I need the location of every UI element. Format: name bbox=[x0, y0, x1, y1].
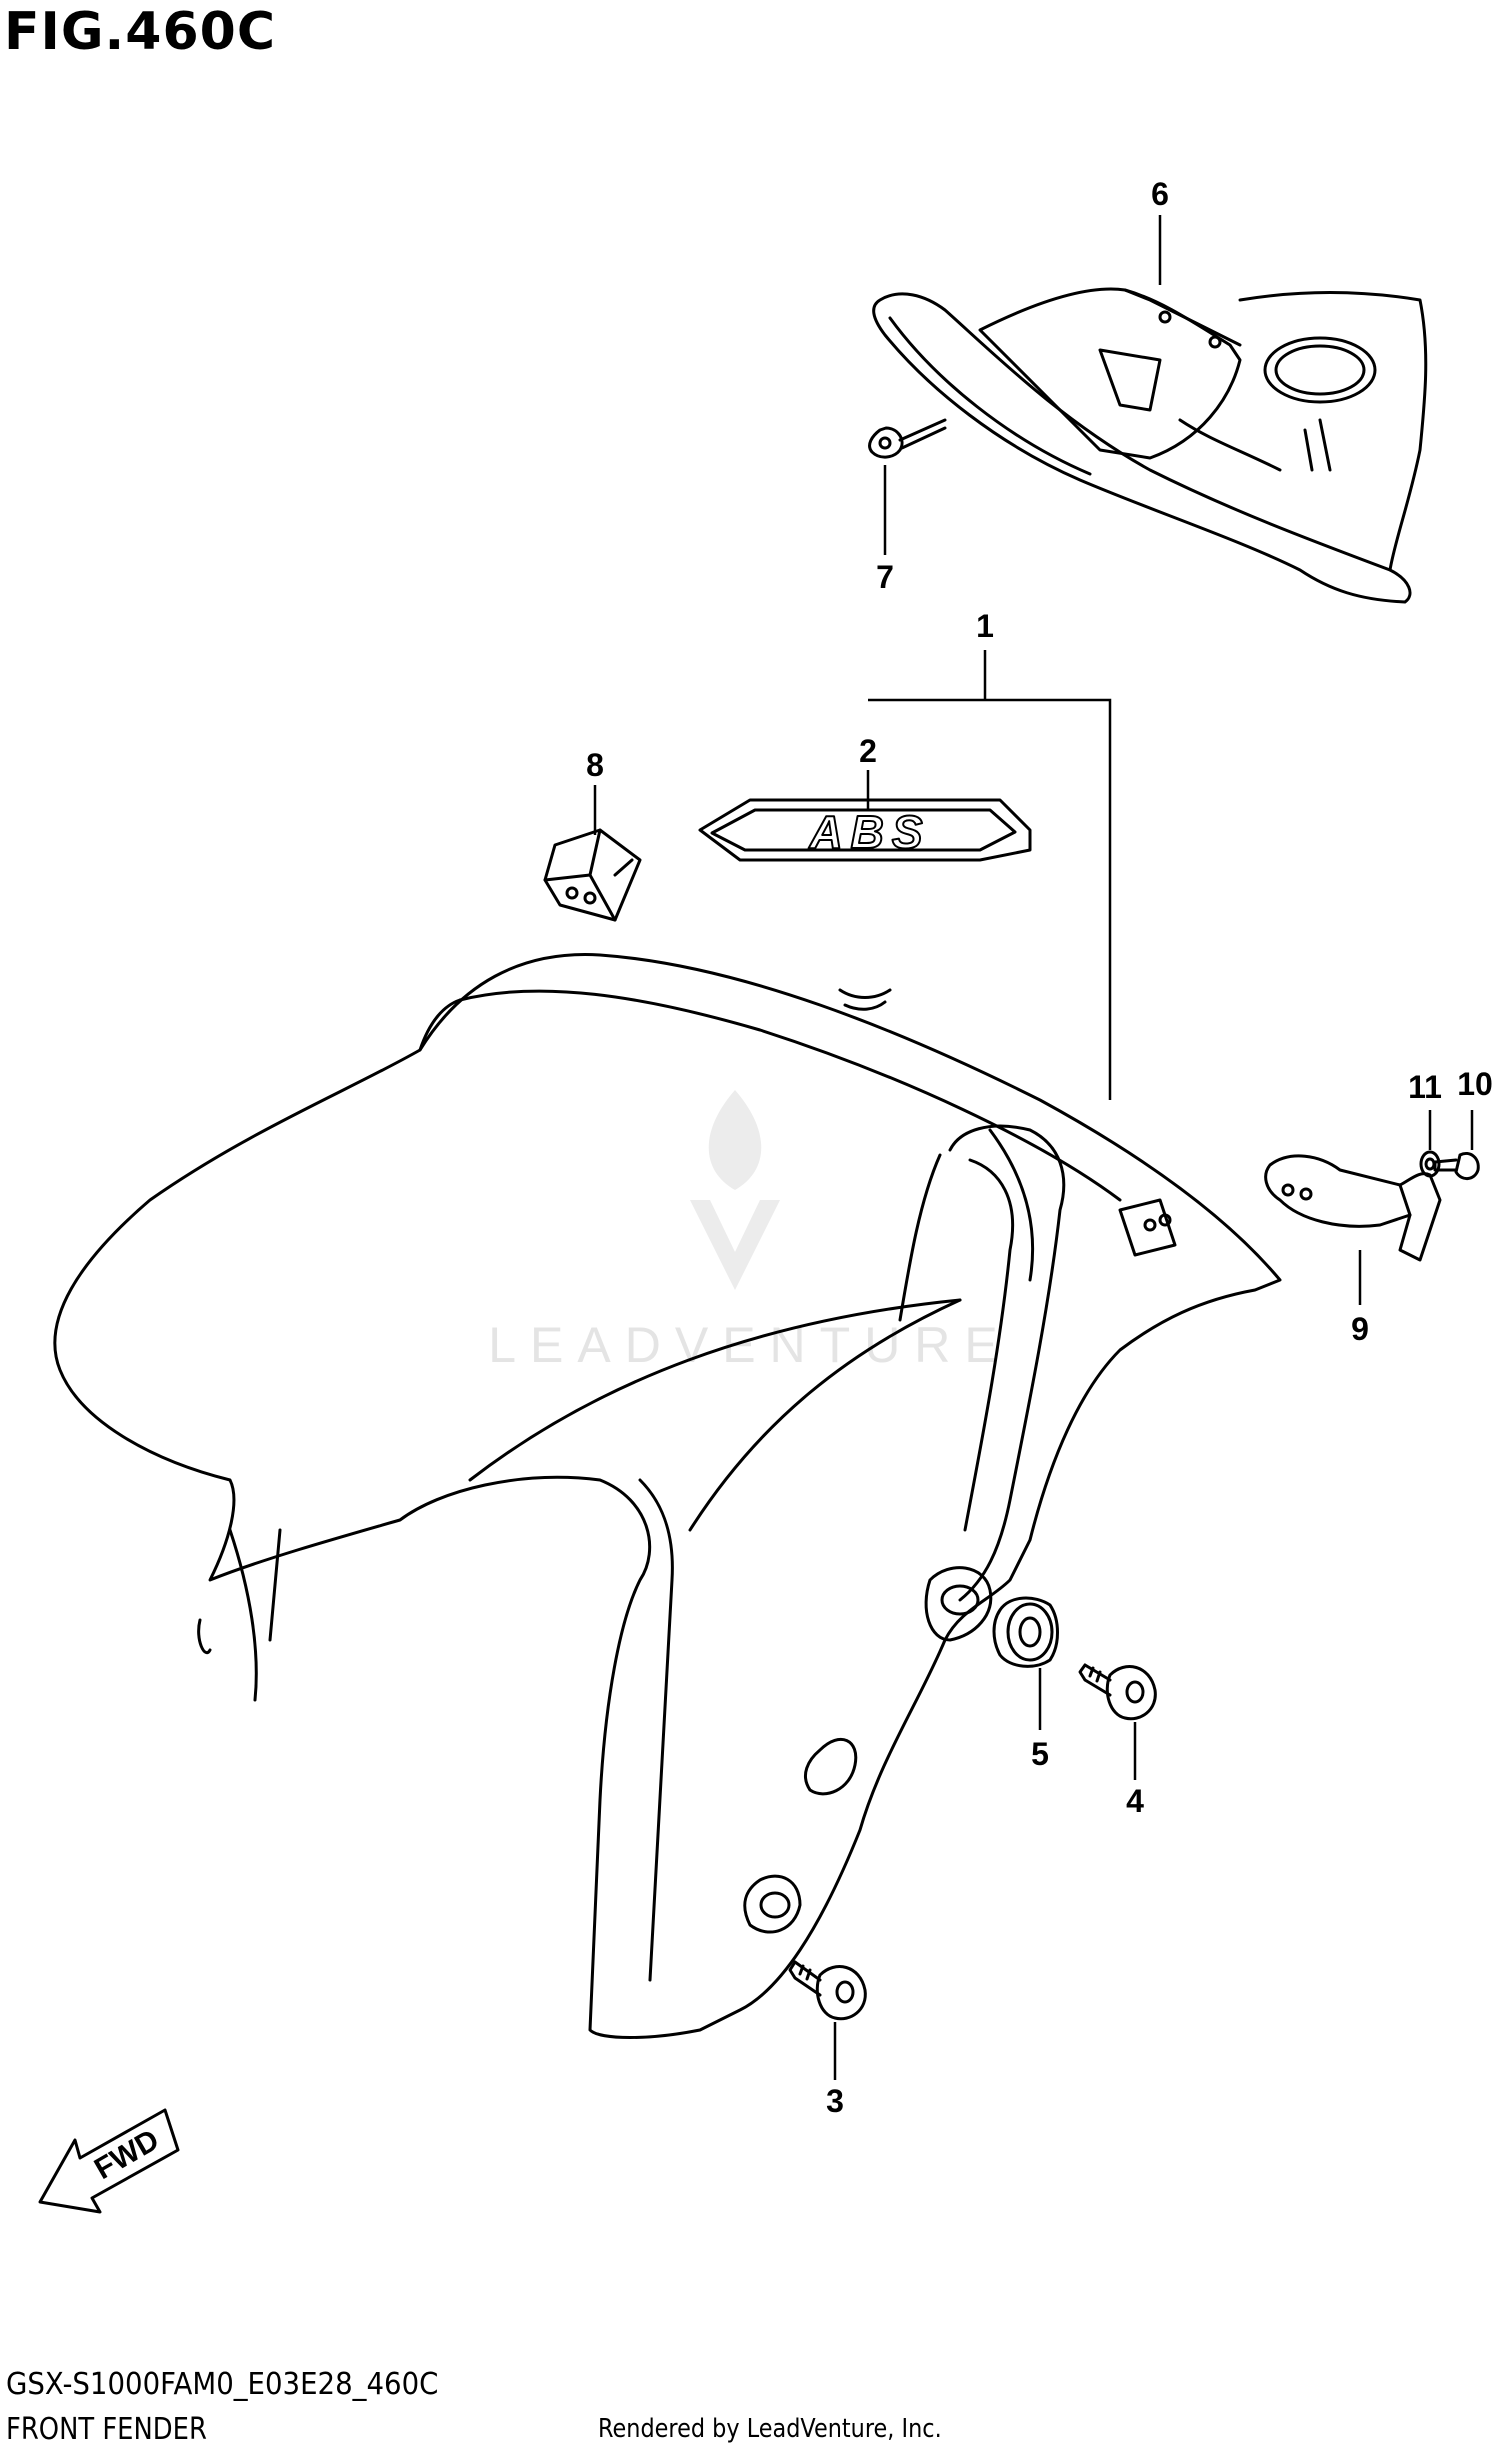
leader-1 bbox=[868, 650, 1112, 1100]
model-code: GSX-S1000FAM0_E03E28_460C bbox=[6, 2367, 439, 2402]
part-1-front-fender[interactable] bbox=[53, 953, 1282, 2039]
figure-title: FIG.460C bbox=[4, 2, 277, 62]
callout-10[interactable]: 10 bbox=[1457, 1066, 1493, 1102]
part-7-screw[interactable] bbox=[868, 418, 947, 459]
callouts: 6 7 1 2 8 11 10 9 5 4 3 bbox=[586, 176, 1493, 2119]
fwd-arrow-icon bbox=[38, 2108, 180, 2214]
part-8-clip[interactable] bbox=[543, 828, 642, 922]
callout-3[interactable]: 3 bbox=[826, 2083, 844, 2119]
callout-7[interactable]: 7 bbox=[876, 559, 894, 595]
watermark-v-icon bbox=[690, 1200, 780, 1290]
watermark-text: LEADVENTURE bbox=[488, 1317, 1012, 1373]
part-5-grommet[interactable] bbox=[992, 1596, 1059, 1668]
callout-5[interactable]: 5 bbox=[1031, 1736, 1049, 1772]
render-credit: Rendered by LeadVenture, Inc. bbox=[598, 2414, 942, 2444]
callout-6[interactable]: 6 bbox=[1151, 176, 1169, 212]
watermark: LEADVENTURE bbox=[488, 1090, 1012, 1373]
section-name: FRONT FENDER bbox=[6, 2412, 207, 2447]
part-11-washer[interactable] bbox=[1419, 1150, 1441, 1178]
callout-8[interactable]: 8 bbox=[586, 747, 604, 783]
part-6-inner-panel[interactable] bbox=[872, 287, 1428, 604]
leader-lines bbox=[593, 215, 1474, 2080]
part-2-abs-decal[interactable]: ABS bbox=[698, 798, 1032, 862]
callout-2[interactable]: 2 bbox=[859, 733, 877, 769]
part-10-bolt[interactable] bbox=[1433, 1152, 1480, 1180]
abs-decal-text: ABS bbox=[808, 806, 930, 858]
callout-11[interactable]: 11 bbox=[1408, 1069, 1442, 1105]
callout-9[interactable]: 9 bbox=[1351, 1311, 1369, 1347]
callout-1[interactable]: 1 bbox=[976, 608, 994, 644]
watermark-flame-icon bbox=[708, 1090, 762, 1190]
part-9-bracket[interactable] bbox=[1264, 1154, 1442, 1262]
part-4-bolt[interactable] bbox=[1078, 1663, 1157, 1721]
part-3-bolt[interactable] bbox=[788, 1960, 867, 2021]
callout-4[interactable]: 4 bbox=[1126, 1783, 1144, 1819]
